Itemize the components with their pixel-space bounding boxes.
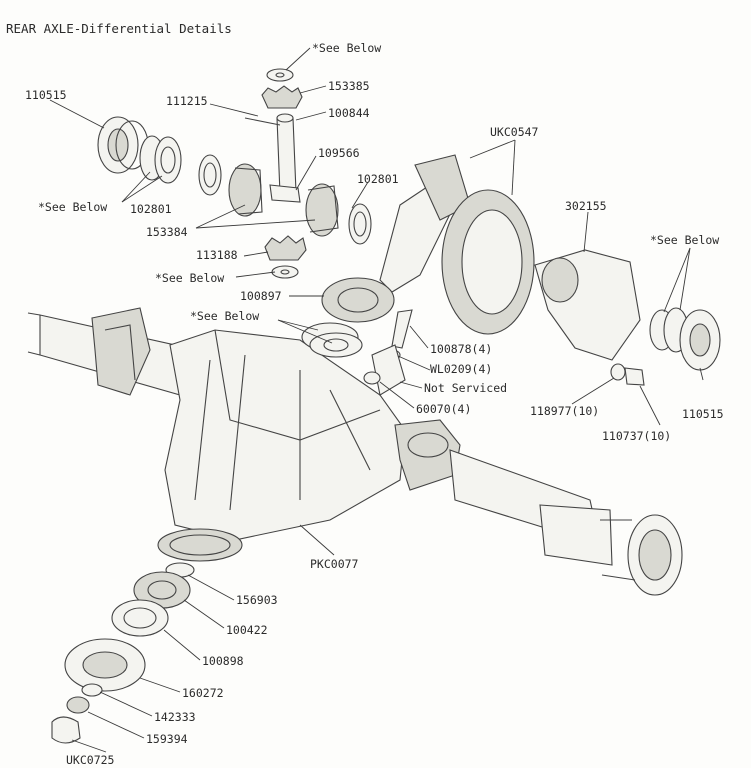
label-wl0209: WL0209(4)	[430, 362, 492, 376]
label-142333: 142333	[154, 710, 196, 724]
cap-ukc0725	[51, 716, 81, 744]
pinion-gear-153385	[261, 85, 303, 109]
label-111215: 111215	[166, 94, 208, 108]
label-see-below-mid: *See Below	[155, 271, 224, 285]
bearing-cap	[371, 344, 406, 396]
label-ukc0547: UKC0547	[490, 125, 539, 139]
thrust-washer-right	[348, 203, 372, 245]
washer-142333	[81, 683, 103, 697]
label-see-below-right: *See Below	[650, 233, 719, 247]
diff-case-302155	[534, 249, 641, 361]
bolt-110737	[624, 367, 645, 386]
shims-left	[139, 135, 182, 184]
label-153384: 153384	[146, 225, 188, 239]
label-see-below-center: *See Below	[190, 309, 259, 323]
bearing-110515-right	[679, 309, 721, 371]
label-113188: 113188	[196, 248, 238, 262]
diagram-title: REAR AXLE-Differential Details	[6, 21, 232, 36]
leader-lines	[49, 47, 704, 753]
label-not-serviced: Not Serviced	[424, 381, 507, 395]
label-pkc0077: PKC0077	[310, 557, 359, 571]
label-110737: 110737(10)	[602, 429, 671, 443]
label-100878: 100878(4)	[430, 342, 492, 356]
label-ukc0725: UKC0725	[66, 753, 114, 767]
flange-160272	[64, 638, 146, 692]
part-labels: *See Below 153385 111215 100844 110515 1…	[25, 41, 724, 767]
label-153385: 153385	[328, 79, 370, 93]
side-gear-right	[305, 183, 339, 237]
crown-wheel-ukc0547	[441, 189, 535, 335]
label-109566: 109566	[318, 146, 360, 160]
label-see-below-left: *See Below	[38, 200, 107, 214]
label-302155: 302155	[565, 199, 607, 213]
label-see-below-top: *See Below	[312, 41, 381, 55]
stud-60070	[363, 371, 381, 385]
pinion-bearing-100897	[321, 277, 395, 323]
label-102801-left: 102801	[130, 202, 172, 216]
thrust-block-109566	[269, 184, 301, 203]
axle-housing	[27, 307, 683, 596]
label-100897: 100897	[240, 289, 282, 303]
pinion-washer-bottom	[271, 265, 299, 279]
label-159394: 159394	[146, 732, 188, 746]
label-118977: 118977(10)	[530, 404, 599, 418]
side-gear-left	[228, 163, 263, 217]
bolt-118977	[610, 363, 626, 381]
seal-100898	[111, 599, 169, 637]
label-110515-right: 110515	[682, 407, 724, 421]
label-100898: 100898	[202, 654, 244, 668]
cross-shaft-100844	[244, 113, 297, 195]
thrust-washer-left	[198, 154, 222, 196]
label-100844: 100844	[328, 106, 370, 120]
cap-bolt-100878	[391, 309, 413, 349]
label-60070: 60070(4)	[416, 402, 471, 416]
nut-159394	[66, 696, 90, 714]
pinion-washer-top	[266, 68, 294, 82]
bearing-110515-left	[97, 116, 149, 174]
pinion-gear-113188	[264, 235, 307, 261]
label-110515-left: 110515	[25, 88, 67, 102]
label-160272: 160272	[182, 686, 224, 700]
bearing-100422	[133, 571, 191, 609]
label-102801-right: 102801	[357, 172, 399, 186]
label-156903: 156903	[236, 593, 278, 607]
label-100422: 100422	[226, 623, 268, 637]
